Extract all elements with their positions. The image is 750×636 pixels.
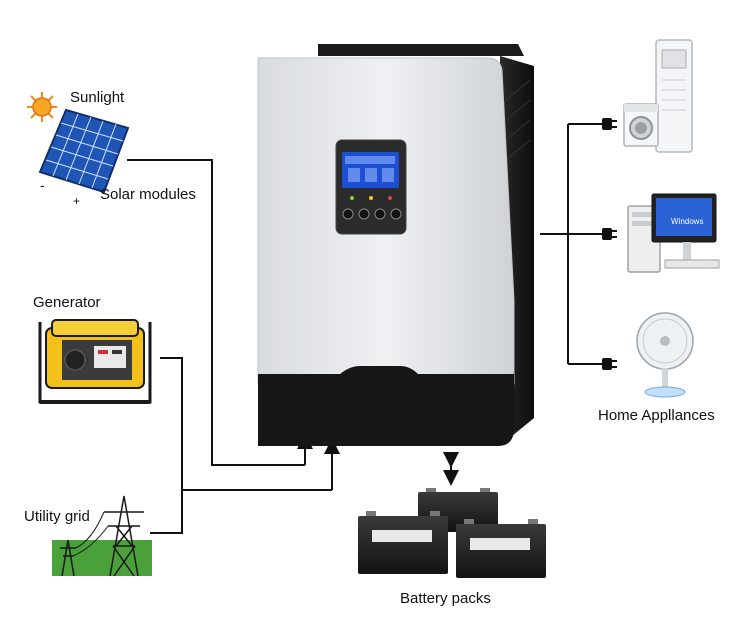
- utility-grid-label: Utility grid: [24, 508, 90, 525]
- generator-label: Generator: [33, 294, 101, 311]
- generator-icon: [40, 320, 150, 404]
- generator-wire: [150, 358, 182, 533]
- home-appliances-label: Home Appllances: [598, 407, 715, 424]
- sunlight-label: Sunlight: [70, 89, 124, 106]
- sun-icon: [27, 92, 57, 122]
- solar-plus-sign: +: [73, 194, 80, 208]
- solar-minus-sign: -: [40, 177, 45, 193]
- battery-packs-label: Battery packs: [400, 590, 491, 607]
- electric-fan-icon: [637, 313, 693, 397]
- inverter-icon: [258, 44, 534, 446]
- battery-icon: [358, 488, 546, 578]
- monitor-screen-text: Windows: [671, 217, 703, 226]
- washing-machine-icon: [624, 104, 658, 146]
- desktop-computer-icon: [628, 194, 719, 272]
- air-conditioner-icon: [656, 40, 692, 152]
- solar-modules-label: Solar modules: [100, 186, 196, 203]
- plug-icon: [602, 118, 617, 370]
- solar-panel-icon: [40, 110, 128, 192]
